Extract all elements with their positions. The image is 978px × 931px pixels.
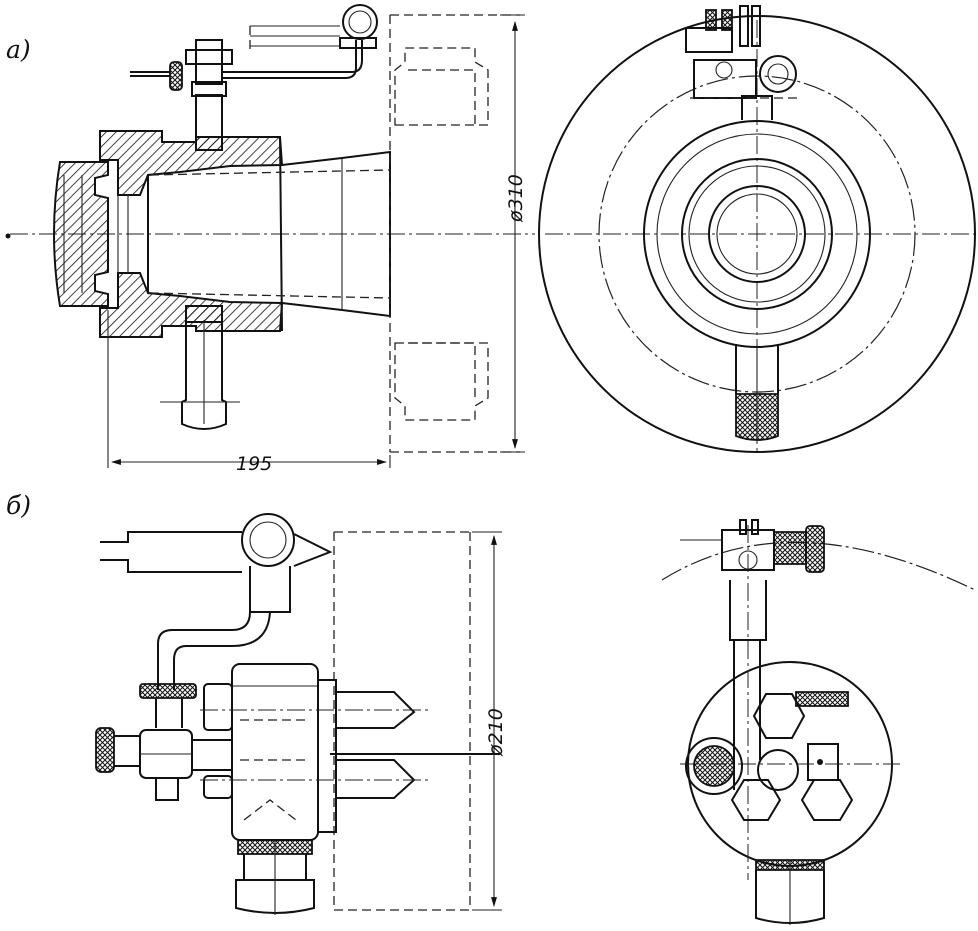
panel-b-side-view: ø210 (95, 513, 507, 915)
dimension-diameter-210: ø210 (485, 708, 507, 757)
panel-b-label: б) (6, 491, 31, 520)
panel-b-end-view (661, 519, 976, 925)
spindle-flange-outline (389, 14, 520, 453)
bottom-nozzle (181, 322, 227, 430)
panel-a-end-view (538, 5, 976, 455)
flange-nut (53, 161, 109, 307)
panel-a-label: а) (6, 35, 31, 64)
body-section-top (99, 130, 284, 196)
tool-body-b (231, 663, 319, 841)
outer-circle-310 (538, 15, 976, 453)
dimension-195: 195 (236, 453, 272, 475)
dimension-diameter-310: ø310 (505, 174, 527, 223)
panel-a-side-view: 195 ø310 (5, 4, 535, 475)
spindle-outline-b (333, 531, 471, 910)
